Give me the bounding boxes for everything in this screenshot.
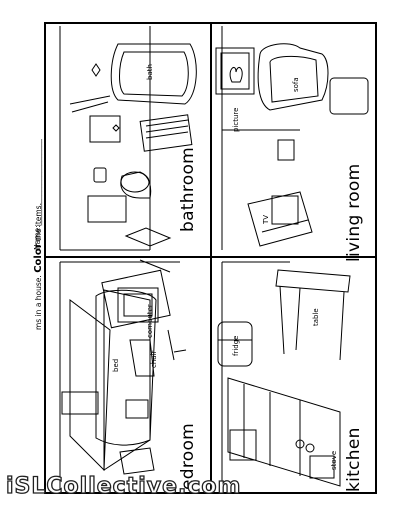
instructions-lead: ms in a house. <box>34 275 43 330</box>
table-top <box>275 269 351 293</box>
bedroom-drawing <box>59 259 187 490</box>
living-room-drawing <box>215 26 369 250</box>
stove-burner <box>295 439 305 449</box>
bath-tub-inner <box>119 51 189 97</box>
picture-frame <box>215 47 255 95</box>
kitchen-drawing <box>217 261 351 490</box>
desk <box>101 269 171 329</box>
drawer <box>119 447 155 475</box>
bath-tub <box>110 43 197 105</box>
bed <box>103 289 151 471</box>
watermark: iSLCollective.com <box>5 473 242 499</box>
room-title-living-room: living room <box>344 163 364 262</box>
lamp-base <box>277 139 295 161</box>
divider-vertical <box>210 22 212 494</box>
item-label-fridge: fridge <box>232 335 240 356</box>
bedside-table <box>61 391 99 415</box>
tap-icon <box>91 63 101 77</box>
computer-monitor <box>117 287 159 323</box>
item-label-bed: bed <box>112 358 120 372</box>
item-label-computer: computer <box>146 304 154 338</box>
tv-stand <box>247 191 313 247</box>
tv <box>271 195 299 225</box>
item-label-chair: chair <box>150 350 158 368</box>
room-title-bathroom: bathroom <box>178 146 198 232</box>
item-label-table: table <box>312 308 320 326</box>
sink <box>124 227 172 247</box>
item-label-picture: picture <box>232 107 240 132</box>
item-label-tv: TV <box>262 214 270 224</box>
armchair <box>329 77 369 115</box>
room-title-kitchen: kitchen <box>344 427 364 492</box>
sofa <box>257 43 329 111</box>
towel-rail <box>139 114 193 152</box>
sink-unit <box>229 429 257 461</box>
item-label-sofa: sofa <box>292 77 300 92</box>
item-label-bath: bath <box>146 64 154 80</box>
mirror <box>89 115 121 143</box>
chair <box>129 339 155 377</box>
name-line: Name:_______________________ <box>33 139 42 250</box>
bath-mat <box>87 195 127 223</box>
item-label-stove: stove <box>330 450 338 470</box>
oven <box>309 455 335 479</box>
kitchen-counter <box>227 377 341 487</box>
fridge <box>217 321 253 367</box>
bin <box>93 167 107 183</box>
bathroom-drawing <box>59 26 197 251</box>
divider-horizontal <box>44 256 377 258</box>
